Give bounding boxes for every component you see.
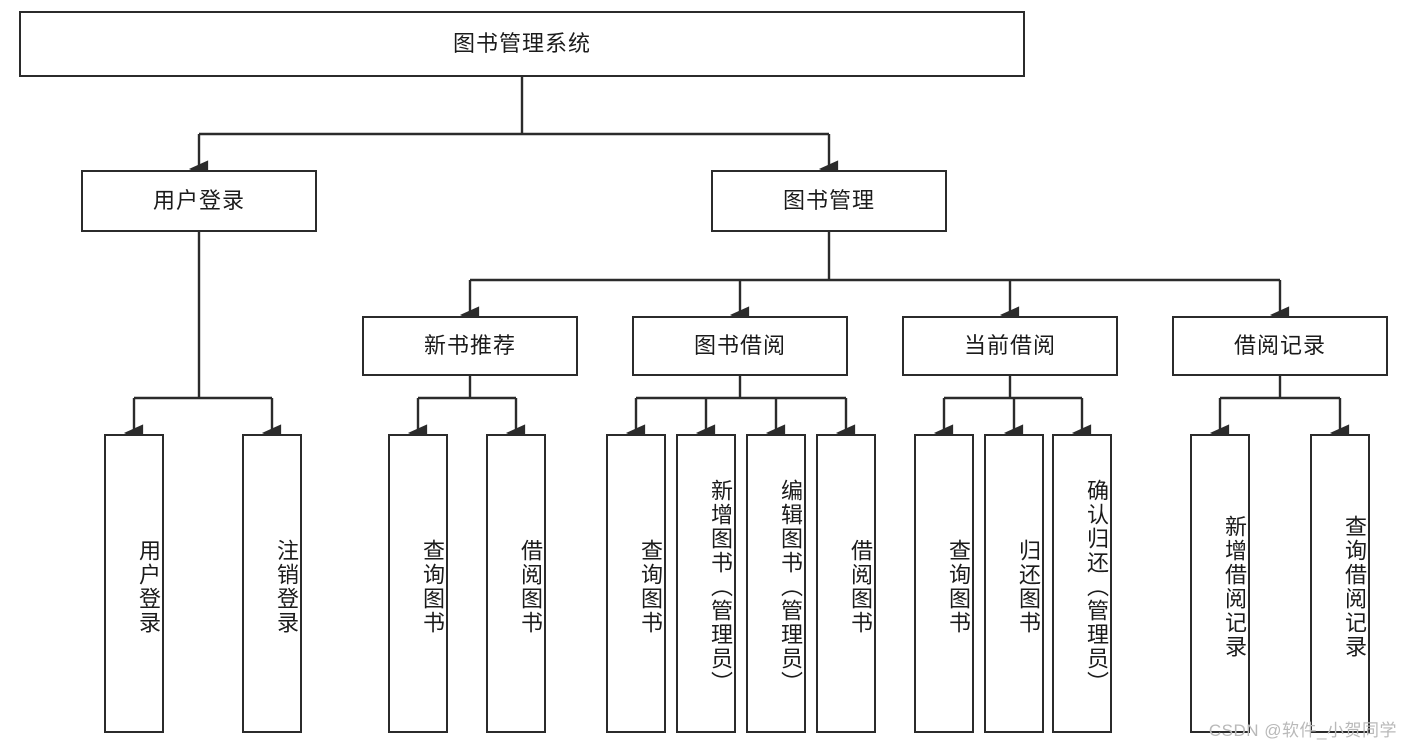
csdn-watermark: CSDN @软件_小贺同学 — [1208, 721, 1397, 740]
node-label: 用户登录 — [152, 187, 245, 213]
node-label: 新书推荐 — [423, 332, 516, 358]
node-leaf_6: 编辑图书（管理员） — [746, 434, 806, 733]
node-label: 借阅图书 — [518, 538, 543, 635]
node-label: 查询图书 — [420, 538, 445, 635]
node-l2_2: 当前借阅 — [902, 316, 1118, 376]
node-label: 编辑图书（管理员） — [778, 478, 803, 695]
node-label: 确认归还（管理员） — [1084, 478, 1109, 695]
node-leaf_7: 借阅图书 — [816, 434, 876, 733]
node-l1_0: 用户登录 — [81, 170, 317, 232]
node-leaf_5: 新增图书（管理员） — [676, 434, 736, 733]
node-label: 新增借阅记录 — [1222, 514, 1247, 659]
node-label: 图书管理系统 — [452, 30, 591, 56]
node-label: 借阅记录 — [1233, 332, 1326, 358]
node-leaf_0: 用户登录 — [104, 434, 164, 733]
node-label: 注销登录 — [274, 538, 299, 635]
node-l2_3: 借阅记录 — [1172, 316, 1388, 376]
node-label: 查询图书 — [638, 538, 663, 635]
node-label: 图书借阅 — [693, 332, 786, 358]
node-leaf_10: 确认归还（管理员） — [1052, 434, 1112, 733]
node-leaf_9: 归还图书 — [984, 434, 1044, 733]
node-leaf_8: 查询图书 — [914, 434, 974, 733]
node-label: 用户登录 — [136, 538, 161, 635]
node-leaf_3: 借阅图书 — [486, 434, 546, 733]
node-leaf_12: 查询借阅记录 — [1310, 434, 1370, 733]
node-label: 查询借阅记录 — [1342, 514, 1367, 659]
node-leaf_1: 注销登录 — [242, 434, 302, 733]
node-l2_1: 图书借阅 — [632, 316, 848, 376]
node-label: 图书管理 — [782, 187, 875, 213]
node-leaf_11: 新增借阅记录 — [1190, 434, 1250, 733]
node-label: 查询图书 — [946, 538, 971, 635]
node-leaf_4: 查询图书 — [606, 434, 666, 733]
node-label: 新增图书（管理员） — [708, 478, 733, 695]
node-l1_1: 图书管理 — [711, 170, 947, 232]
node-label: 当前借阅 — [963, 332, 1056, 358]
node-label: 借阅图书 — [848, 538, 873, 635]
node-leaf_2: 查询图书 — [388, 434, 448, 733]
node-root: 图书管理系统 — [19, 11, 1025, 77]
node-label: 归还图书 — [1016, 538, 1041, 635]
node-l2_0: 新书推荐 — [362, 316, 578, 376]
